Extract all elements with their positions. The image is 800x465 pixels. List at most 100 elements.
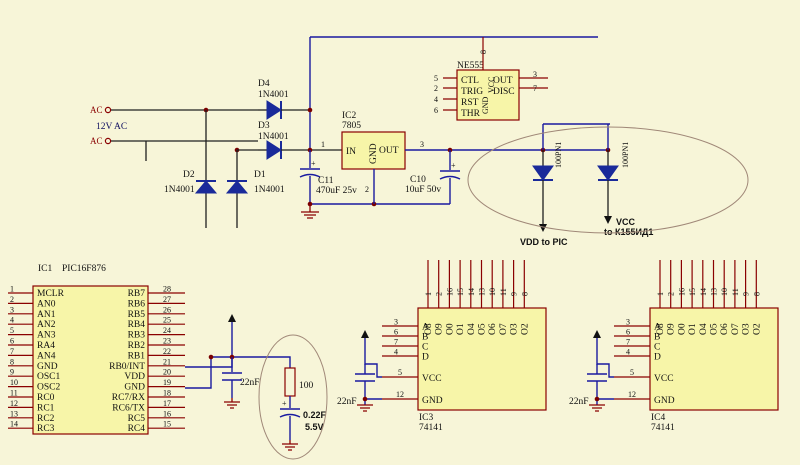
pic-pin-number: 25 xyxy=(163,316,171,325)
decoder-vcc-wire xyxy=(364,336,382,378)
pic-pin-label: AN3 xyxy=(37,331,56,341)
svg-text:+: + xyxy=(282,399,287,408)
decoder-in-pin-number: 3 xyxy=(626,318,630,327)
pic-pin-number: 27 xyxy=(163,295,171,304)
decoder-out-pin-number: 11 xyxy=(731,288,740,296)
ac-label-1: AC xyxy=(90,105,103,115)
decoder-out-pin-number: 1 xyxy=(656,292,665,296)
decoder-out-label: O0 xyxy=(677,323,687,335)
decoder-vcc-pin-number: 5 xyxy=(398,368,402,377)
pic-pin-number: 18 xyxy=(163,389,171,398)
pic-pin-label: GND xyxy=(37,362,58,372)
pic-pin-number: 16 xyxy=(163,409,171,418)
reg-value: 7805 xyxy=(342,121,361,131)
decoder-body xyxy=(417,307,547,411)
pic-pin-label: VDD xyxy=(124,372,145,382)
pic-pin-label: RC6/TX xyxy=(112,403,145,413)
junction xyxy=(208,354,214,360)
ic3-74141: 1O82O916O015O114O413O510O611O79O38O23A6B… xyxy=(337,260,547,433)
decoder-in-label: C xyxy=(654,343,660,353)
pic-pin-number: 14 xyxy=(10,420,18,429)
pic-pin-label: MCLR xyxy=(37,289,65,299)
decoder-out-pin-number: 8 xyxy=(752,292,761,296)
decoder-out-label: O7 xyxy=(499,323,509,335)
decoder-in-pin-number: 6 xyxy=(626,328,630,337)
decoder-in-pin-number: 4 xyxy=(626,348,630,357)
decoder-gnd-label: GND xyxy=(654,396,675,406)
ne555-chip xyxy=(456,69,520,121)
pic-pin-label: AN1 xyxy=(37,310,56,320)
decoder-out-label: O3 xyxy=(742,323,752,335)
decoder-out-label: O5 xyxy=(710,323,720,335)
decoder-in-label: B xyxy=(422,333,428,343)
ne555-disc: DISC xyxy=(493,87,515,97)
pic-pin-number: 7 xyxy=(10,347,14,356)
decoder-out-pin-number: 14 xyxy=(699,288,708,296)
pic-pin-number: 3 xyxy=(10,305,14,314)
decoder-out-pin-number: 9 xyxy=(742,292,751,296)
pic16f876-chip xyxy=(32,285,149,435)
decoder-out-label: O1 xyxy=(456,323,466,335)
ground-symbol xyxy=(282,440,298,451)
supercap-0-22f: + xyxy=(279,396,301,440)
decoder-out-label: O4 xyxy=(699,323,709,335)
ac-label-2: AC xyxy=(90,136,103,146)
d3-ref: D3 xyxy=(258,121,270,131)
ne555-pin-2: 2 xyxy=(434,84,438,93)
decoder-gnd-pin-number: 12 xyxy=(396,390,404,399)
decoder-in-pin-number: 7 xyxy=(394,338,398,347)
ac-terminal-2 xyxy=(104,137,112,145)
reg-in-label: IN xyxy=(346,147,356,157)
pic-pin-number: 10 xyxy=(10,378,18,387)
annotation-ellipse-2 xyxy=(258,334,328,460)
vcc-arrow xyxy=(361,330,369,338)
decoder-out-label: O8 xyxy=(656,323,666,335)
vcc-arrow xyxy=(593,330,601,338)
ground-symbol xyxy=(224,398,240,409)
decoder-in-pin-number: 6 xyxy=(394,328,398,337)
decoder-vcc-label: VCC xyxy=(654,374,674,384)
pic-pin-number: 21 xyxy=(163,357,171,366)
pic-ref: IC1 xyxy=(38,264,53,274)
vdd-arrow xyxy=(228,314,236,322)
decoder-out-label: O9 xyxy=(667,323,677,335)
pic-pin-label: GND xyxy=(124,383,145,393)
ic4-74141: 1O82O916O015O114O413O510O611O79O38O23A6B… xyxy=(569,260,779,433)
decoder-cap-label: 22nF xyxy=(569,397,589,407)
decoder-gnd-label: GND xyxy=(422,396,443,406)
ne555-ctl: CTL xyxy=(461,76,479,86)
ne555-rst: RST xyxy=(461,98,479,108)
pic-pin-label: RC0 xyxy=(37,393,55,403)
decoder-out-label: O7 xyxy=(731,323,741,335)
reg-out-label: OUT xyxy=(379,146,399,156)
diode-d3 xyxy=(258,140,342,160)
reg-pin-1: 1 xyxy=(321,140,325,149)
decoder-out-pin-number: 2 xyxy=(435,292,444,296)
decoder-out-label: O4 xyxy=(467,323,477,335)
decoder-in-label: D xyxy=(422,353,429,363)
output-vcc-label: VCC xyxy=(616,217,636,227)
pic-pin-number: 23 xyxy=(163,337,171,346)
decoder-in-label: B xyxy=(654,333,660,343)
annotation-ellipse xyxy=(467,126,749,234)
capacitor-c10: + xyxy=(439,150,461,204)
ne555-vcc: VCC xyxy=(487,77,496,93)
d1-ref: D1 xyxy=(254,170,266,180)
decoder-out-label: O0 xyxy=(445,323,455,335)
decoder-cap-label: 22nF xyxy=(337,397,357,407)
decoder-out-pin-number: 16 xyxy=(445,288,454,296)
pic-pin-number: 28 xyxy=(163,285,171,294)
decoder-in-pin-number: 4 xyxy=(394,348,398,357)
pic-pin-label: RC3 xyxy=(37,424,55,434)
d1-value: 1N4001 xyxy=(254,185,285,195)
pic-pin-label: RC4 xyxy=(128,424,146,434)
decoder-out-label: O9 xyxy=(435,323,445,335)
pic-pin-number: 17 xyxy=(163,399,171,408)
pic-pin-label: OSC1 xyxy=(37,372,60,382)
output-vdd-label: VDD to PIC xyxy=(520,237,568,247)
pic-pin-number: 26 xyxy=(163,305,171,314)
ac-voltage-label: 12V AC xyxy=(96,122,127,132)
d4-ref: D4 xyxy=(258,79,270,89)
